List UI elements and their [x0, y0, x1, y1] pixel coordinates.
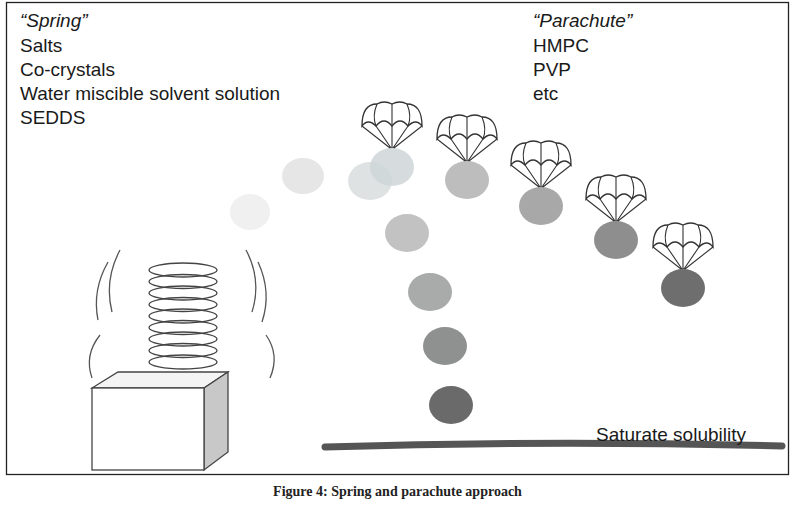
solubility-label: Saturate solubility [596, 424, 746, 446]
spring-heading: “Spring” [20, 10, 88, 32]
parachute-heading: “Parachute” [533, 10, 632, 32]
figure-caption: Figure 4: Spring and parachute approach [0, 484, 795, 500]
spring-item: Water miscible solvent solution [20, 83, 280, 105]
vibration-marks [89, 250, 274, 378]
drug-particles [230, 148, 705, 424]
spring-item: Salts [20, 35, 62, 57]
coil-turn [149, 355, 217, 369]
spring-coil [149, 263, 217, 369]
figure-frame [7, 3, 789, 475]
spring-item: SEDDS [20, 107, 85, 129]
parachute-item: PVP [533, 59, 571, 81]
parachute-item: HMPC [533, 35, 589, 57]
parachute [362, 102, 713, 269]
spring-box [92, 372, 228, 470]
spring-item: Co-crystals [20, 59, 115, 81]
parachute-item: etc [533, 83, 558, 105]
